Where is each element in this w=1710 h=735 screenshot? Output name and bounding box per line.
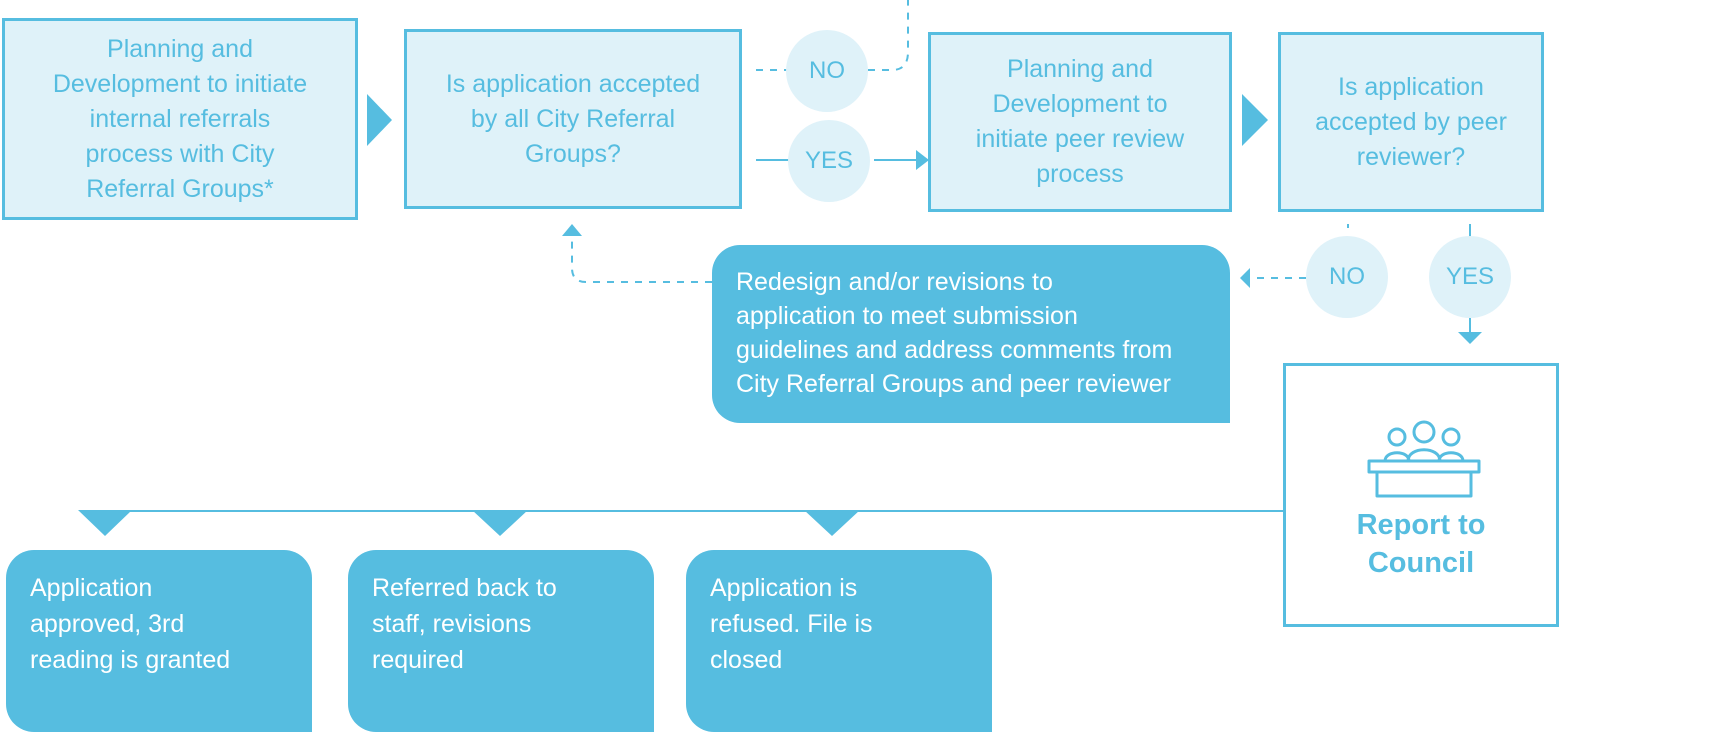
outcome-approved-text: Application approved, 3rd reading is gra… — [30, 574, 231, 674]
chevron-1-icon — [367, 94, 392, 146]
redesign-loop-connector — [571, 234, 712, 283]
decision-no-lower-label: NO — [1329, 263, 1365, 290]
council-meeting-icon — [1367, 420, 1481, 498]
step-peer-review: Planning and Development to initiate pee… — [928, 32, 1232, 212]
decision-no-lower: NO — [1306, 236, 1388, 318]
step-redesign-text: Redesign and/or revisions to application… — [736, 268, 1173, 398]
decision-no-upper-label: NO — [809, 57, 845, 84]
decision-yes-upper-label: YES — [804, 147, 854, 174]
decision-yes-lower-label: YES — [1445, 263, 1495, 290]
report-to-council-label: Report to Council — [1356, 509, 1486, 579]
question-accepted-by-city-groups-text: Is application accepted by all City Refe… — [445, 69, 701, 168]
question-accepted-by-city-groups: Is application accepted by all City Refe… — [404, 29, 742, 209]
chevron-2-icon — [1242, 94, 1268, 146]
outcome-2-pointer — [472, 510, 528, 536]
arrow-to-redesign — [1240, 268, 1250, 288]
step-peer-review-text: Planning and Development to initiate pee… — [975, 55, 1185, 188]
step-internal-referrals: Planning and Development to initiate int… — [2, 18, 358, 220]
outcome-refused: Application is refused. File is closed — [686, 550, 992, 732]
question-accepted-by-peer-text: Is application accepted by peer reviewer… — [1315, 72, 1507, 171]
arrow-to-question-1 — [562, 224, 582, 236]
outcome-approved: Application approved, 3rd reading is gra… — [6, 550, 312, 732]
decision-yes-upper: YES — [788, 120, 870, 202]
outcome-referred-back: Referred back to staff, revisions requir… — [348, 550, 654, 732]
step-internal-referrals-text: Planning and Development to initiate int… — [52, 34, 308, 203]
no-connector-upper — [756, 0, 909, 71]
question-accepted-by-peer: Is application accepted by peer reviewer… — [1278, 32, 1544, 212]
outcome-3-pointer — [804, 510, 860, 536]
arrow-to-peer-review — [916, 150, 929, 170]
decision-yes-lower: YES — [1429, 236, 1511, 318]
step-report-to-council: Report to Council — [1283, 363, 1559, 627]
step-redesign: Redesign and/or revisions to application… — [712, 245, 1230, 423]
decision-no-upper: NO — [786, 30, 868, 112]
outcome-referred-back-text: Referred back to staff, revisions requir… — [372, 574, 557, 674]
outcome-refused-text: Application is refused. File is closed — [710, 574, 873, 674]
outcome-1-pointer — [78, 510, 132, 536]
arrow-to-council — [1458, 332, 1482, 344]
